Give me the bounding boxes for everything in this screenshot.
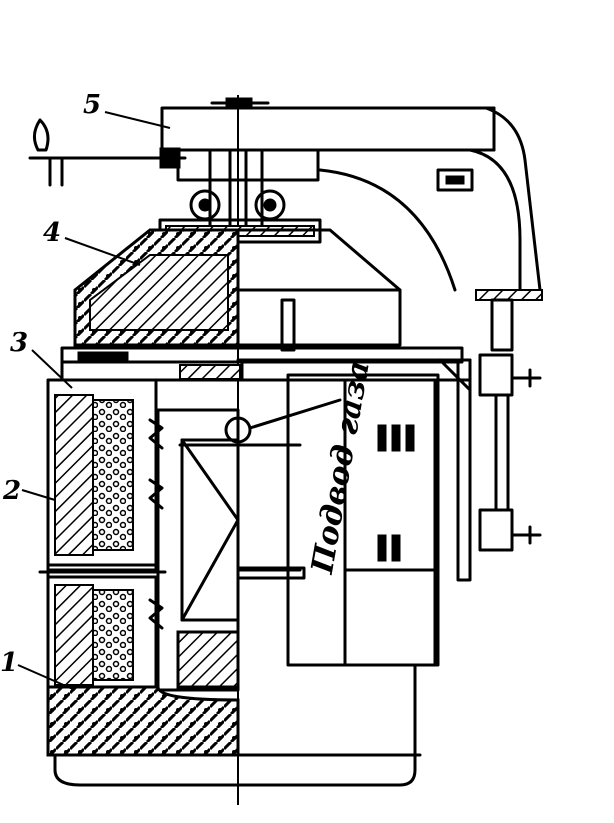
side-wall-lining-part-2 (38, 378, 167, 689)
callout-1: 1 (0, 648, 19, 678)
furnace-roof-part-4 (73, 228, 402, 352)
suspension-rollers (158, 148, 322, 244)
crossbeam-part-5 (160, 97, 542, 292)
right-column (475, 289, 543, 552)
outer-housing (236, 358, 472, 757)
callout-2: 2 (3, 476, 22, 506)
callout-5: 5 (83, 90, 102, 120)
callout-3: 3 (10, 328, 29, 358)
inner-retort (148, 408, 240, 692)
left-handle (28, 118, 187, 187)
gas-inlet-nozzle (178, 398, 342, 447)
callout-4: 4 (43, 218, 62, 248)
hearth-part-1 (46, 685, 422, 787)
callout-leaders (17, 111, 171, 691)
